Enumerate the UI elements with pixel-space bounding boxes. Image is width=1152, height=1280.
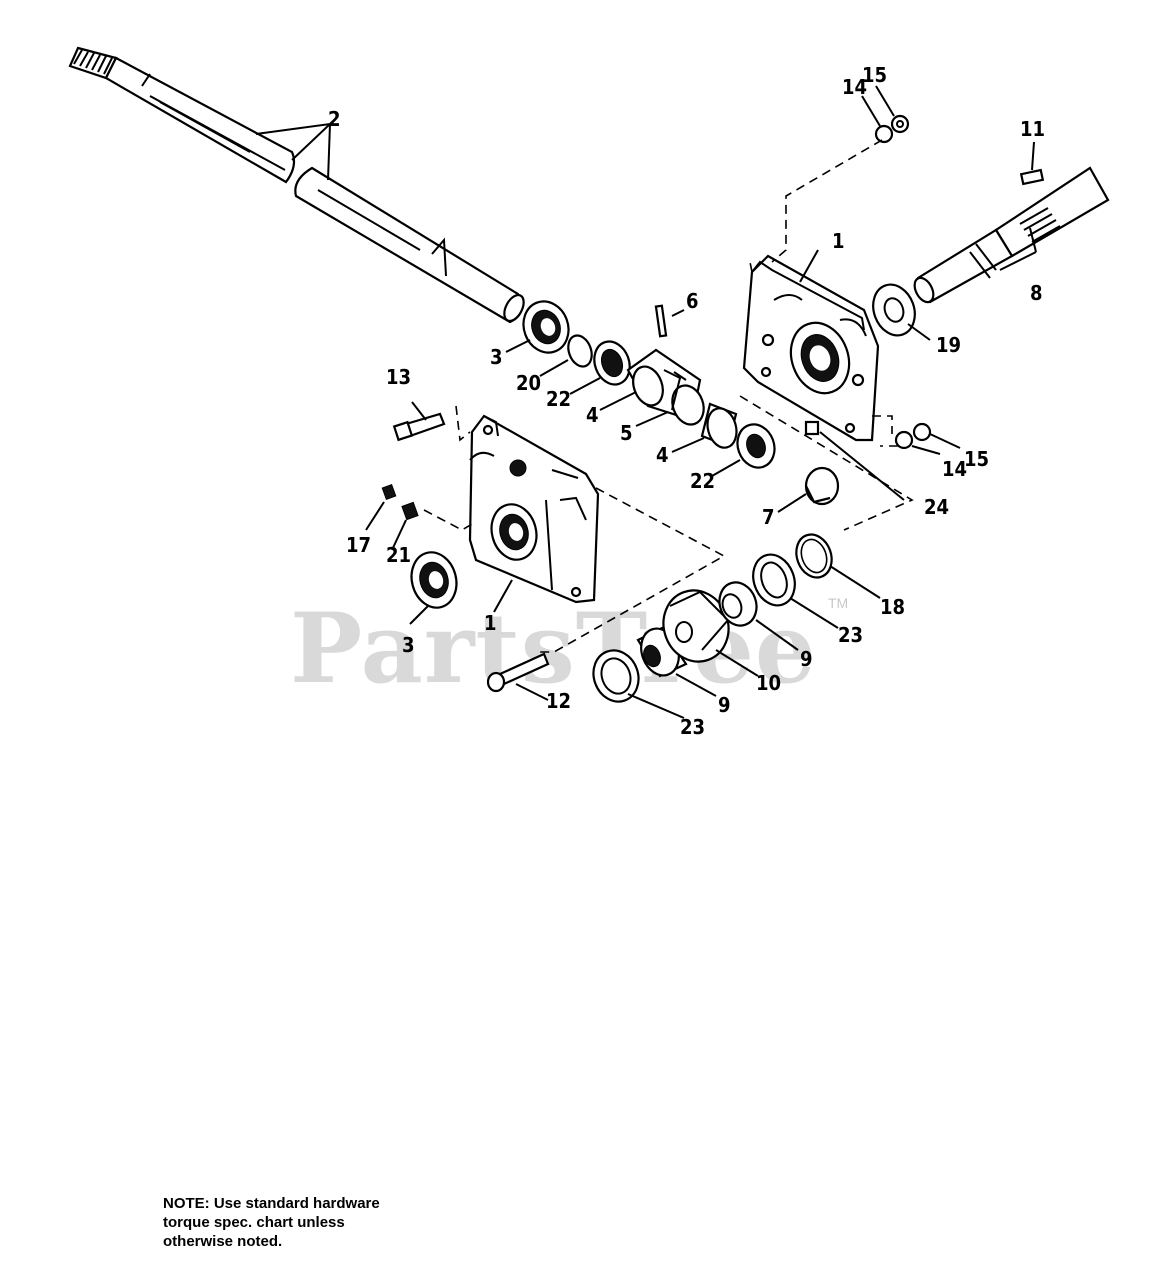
bolt-12 [486,652,550,693]
nuts-upper [874,114,910,144]
spider-gear-assembly [626,348,705,426]
callout-6: 6 [686,289,699,313]
housing-right [742,254,880,442]
callout-23-right: 23 [838,623,863,647]
callout-3-lower: 3 [402,633,415,657]
nuts-lower [894,422,932,450]
callout-24: 24 [924,495,949,519]
callout-10: 10 [756,671,781,695]
callout-22-right: 22 [690,469,715,493]
callout-8: 8 [1030,281,1043,305]
axle-shaft-left [68,46,525,324]
callout-19: 19 [936,333,961,357]
snap-ring-18 [795,533,833,579]
callout-23-left: 23 [680,715,705,739]
plug-7 [804,466,840,506]
key [1019,168,1045,186]
callout-11: 11 [1020,117,1045,141]
roll-pin [654,304,668,338]
callout-9-right: 9 [800,647,813,671]
callout-2: 2 [328,107,341,131]
ring-23-right [752,553,796,607]
callout-1-left: 1 [484,611,497,635]
callout-15-upper: 15 [862,63,887,87]
ring-23-left [592,649,640,703]
callout-15-lower: 15 [964,447,989,471]
callout-1-right: 1 [832,229,845,253]
axle-shaft-right [913,166,1110,304]
set-screws [381,484,419,521]
washer-20 [567,334,593,368]
torque-note: NOTE: Use standard hardware torque spec.… [163,1195,380,1250]
callout-14-lower: 14 [942,457,967,481]
callout-7: 7 [762,505,775,529]
bearing-22-right [736,423,776,469]
callout-18: 18 [880,595,905,619]
bolt-13 [392,412,446,442]
callout-20: 20 [516,371,541,395]
callout-labels: 2 3 20 22 4 5 6 4 22 7 24 1 19 8 11 14 1… [328,63,1045,739]
bearing-upper [522,300,570,354]
callout-17: 17 [346,533,371,557]
callout-4-left: 4 [586,403,599,427]
callout-12: 12 [546,689,571,713]
bearing-lower [410,551,458,609]
callout-4-right: 4 [656,443,669,467]
watermark-tm: TM [828,595,848,611]
callout-14-upper: 14 [842,75,867,99]
callout-5: 5 [620,421,633,445]
thrust-washer-19 [872,283,916,337]
housing-left [468,414,600,604]
callout-21: 21 [386,543,411,567]
spacer-4 [700,402,738,449]
callout-3-upper: 3 [490,345,503,369]
callout-9-left: 9 [718,693,731,717]
leader-lines [255,85,1037,719]
bearing-22-left [593,340,631,386]
callout-13: 13 [386,365,411,389]
callout-22-left: 22 [546,387,571,411]
gear-9-right [718,581,758,627]
assembly-lines [423,139,914,653]
